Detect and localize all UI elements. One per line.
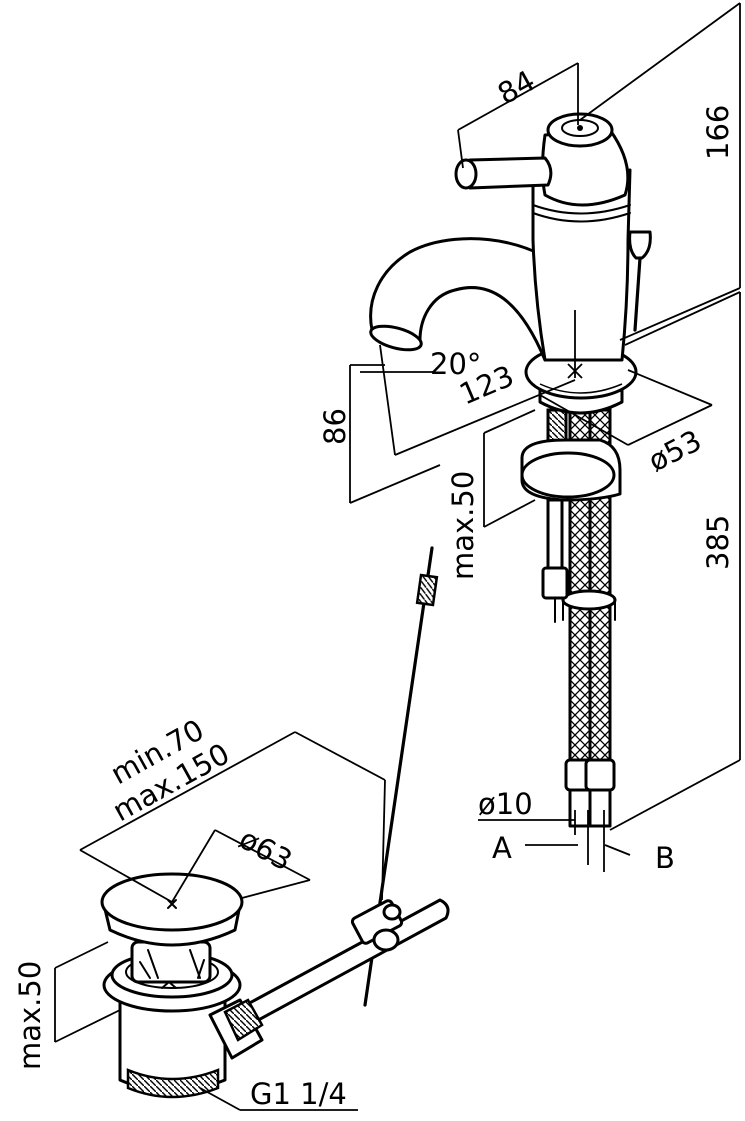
dim-385-label: 385	[701, 515, 735, 570]
hose-clip	[561, 589, 617, 611]
dim-53-label: ø53	[643, 423, 707, 478]
dim-max50-waste-label: max.50	[13, 961, 47, 1070]
plug-cage	[130, 940, 212, 984]
dimension-hose-diameter: ø10	[478, 787, 605, 872]
dimension-deck-thickness: max.50	[446, 409, 536, 580]
pop-up-knob	[628, 230, 652, 332]
dim-86-label: 86	[318, 408, 352, 445]
label-b: B	[655, 841, 675, 875]
dim-max50-faucet-label: max.50	[446, 471, 480, 580]
faucet-body	[531, 112, 632, 362]
dimension-hose-length: 385	[609, 291, 741, 831]
mounting-washer	[520, 438, 622, 502]
dimension-total-height: 166	[579, 2, 741, 341]
pop-up-waste	[100, 546, 450, 1099]
dim-10-label: ø10	[478, 787, 533, 821]
label-a: A	[492, 831, 512, 865]
plug-cap	[100, 872, 244, 947]
thread-g114-label: G1 1/4	[250, 1077, 347, 1111]
handle-lever	[454, 156, 553, 190]
connection-labels: A B	[492, 831, 675, 875]
faucet	[369, 112, 652, 828]
dimension-rod-distance: min.70 max.150	[79, 713, 386, 903]
dim-84-label: 84	[492, 63, 541, 111]
dimension-thread: G1 1/4	[199, 1077, 358, 1111]
dim-20deg-label: 20°	[430, 347, 481, 381]
dimension-spout: 86 20° 123	[318, 310, 583, 504]
dim-166-label: 166	[701, 105, 735, 160]
dimension-waste-thickness: max.50	[13, 941, 121, 1070]
